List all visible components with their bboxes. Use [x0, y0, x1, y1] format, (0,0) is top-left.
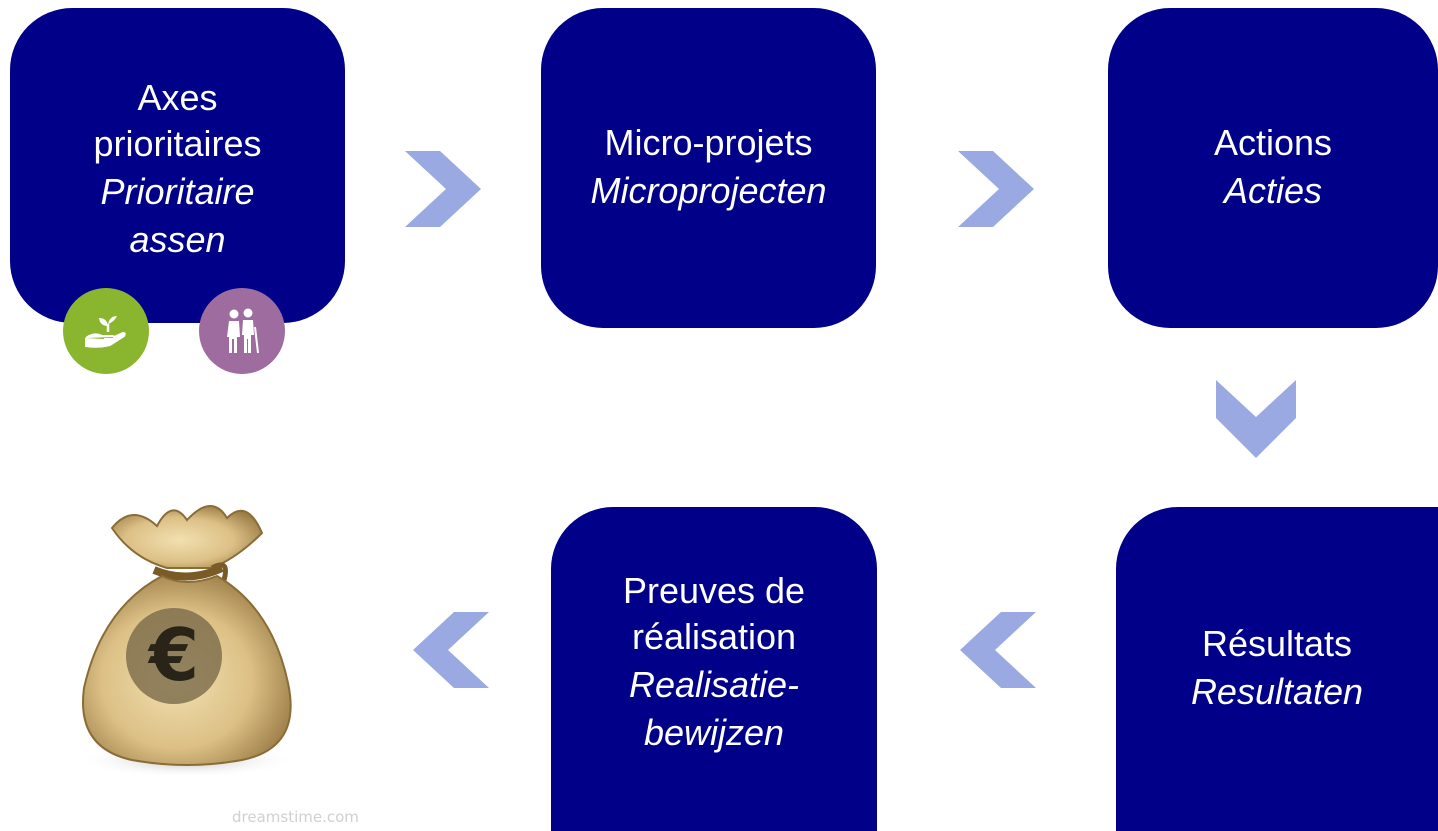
box-actions: Actions Acties — [1108, 8, 1438, 328]
arrow-down-icon — [1216, 380, 1296, 458]
box-axes-fr-line1: Axes — [137, 77, 218, 118]
hand-plant-icon — [63, 288, 149, 374]
box-micro-projets: Micro-projets Microprojecten — [541, 8, 876, 328]
box-axes-fr-line2: prioritaires — [93, 123, 262, 164]
watermark: dreamstime.com — [232, 808, 359, 826]
box-axes-prioritaires: Axes prioritaires Prioritaire assen — [10, 8, 345, 323]
box-axes-nl-line2: assen — [129, 219, 226, 260]
box-preuves-realisation: Preuves de réalisation Realisatie- bewij… — [551, 507, 877, 831]
box-micro-fr: Micro-projets — [604, 122, 813, 163]
arrow-right-2-icon — [958, 151, 1034, 227]
box-preuves-nl-line2: bewijzen — [643, 712, 785, 753]
arrow-left-1-icon — [413, 612, 489, 688]
box-resultats-nl: Resultaten — [1190, 671, 1364, 712]
elderly-couple-icon — [199, 288, 285, 374]
box-preuves-fr-line2: réalisation — [631, 616, 797, 657]
box-preuves-nl-line1: Realisatie- — [628, 664, 800, 705]
box-preuves-fr-line1: Preuves de — [622, 570, 806, 611]
box-resultats-fr: Résultats — [1201, 623, 1353, 664]
money-bag-euro-icon: € — [62, 498, 312, 798]
box-axes-nl-line1: Prioritaire — [100, 171, 255, 212]
arrow-left-2-icon — [960, 612, 1036, 688]
box-actions-fr: Actions — [1213, 122, 1333, 163]
svg-text:€: € — [147, 613, 199, 697]
arrow-right-1-icon — [405, 151, 481, 227]
box-resultats: Résultats Resultaten — [1116, 507, 1438, 831]
box-micro-nl: Microprojecten — [590, 170, 827, 211]
box-actions-nl: Acties — [1223, 170, 1323, 211]
